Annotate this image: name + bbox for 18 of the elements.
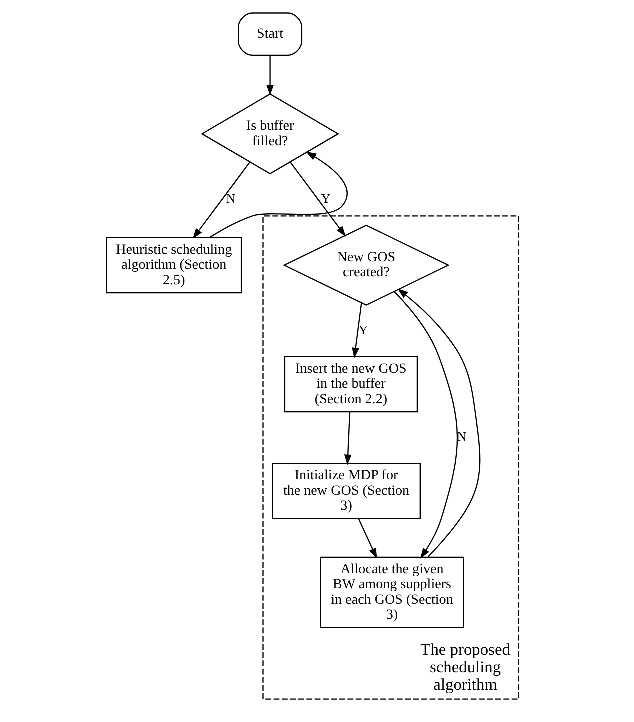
arrow (344, 412, 352, 466)
arrow (289, 162, 346, 237)
edge-label: Y (320, 192, 330, 206)
edge-label: Y (358, 323, 368, 338)
arrow (209, 152, 348, 238)
arrow (397, 288, 480, 558)
node-box: Insert the new GOS in the buffer (Section 2.2) (284, 356, 418, 413)
arrow (394, 292, 458, 559)
arrow (192, 162, 250, 240)
edge-label: N (226, 192, 236, 206)
node-box: Initialize MDP for the new GOS (Section 3) (272, 463, 420, 520)
arrow (352, 303, 362, 359)
node-diamond: Is buffer filled? (200, 94, 339, 175)
node-box: Allocate the given BW among suppliers in each GOS (Section 3) (320, 556, 464, 628)
node-box: Start (238, 12, 302, 56)
node-box: Heuristic scheduling algorithm (Section 2.5) (106, 237, 242, 294)
arrow (358, 518, 377, 559)
arrow (266, 56, 274, 96)
